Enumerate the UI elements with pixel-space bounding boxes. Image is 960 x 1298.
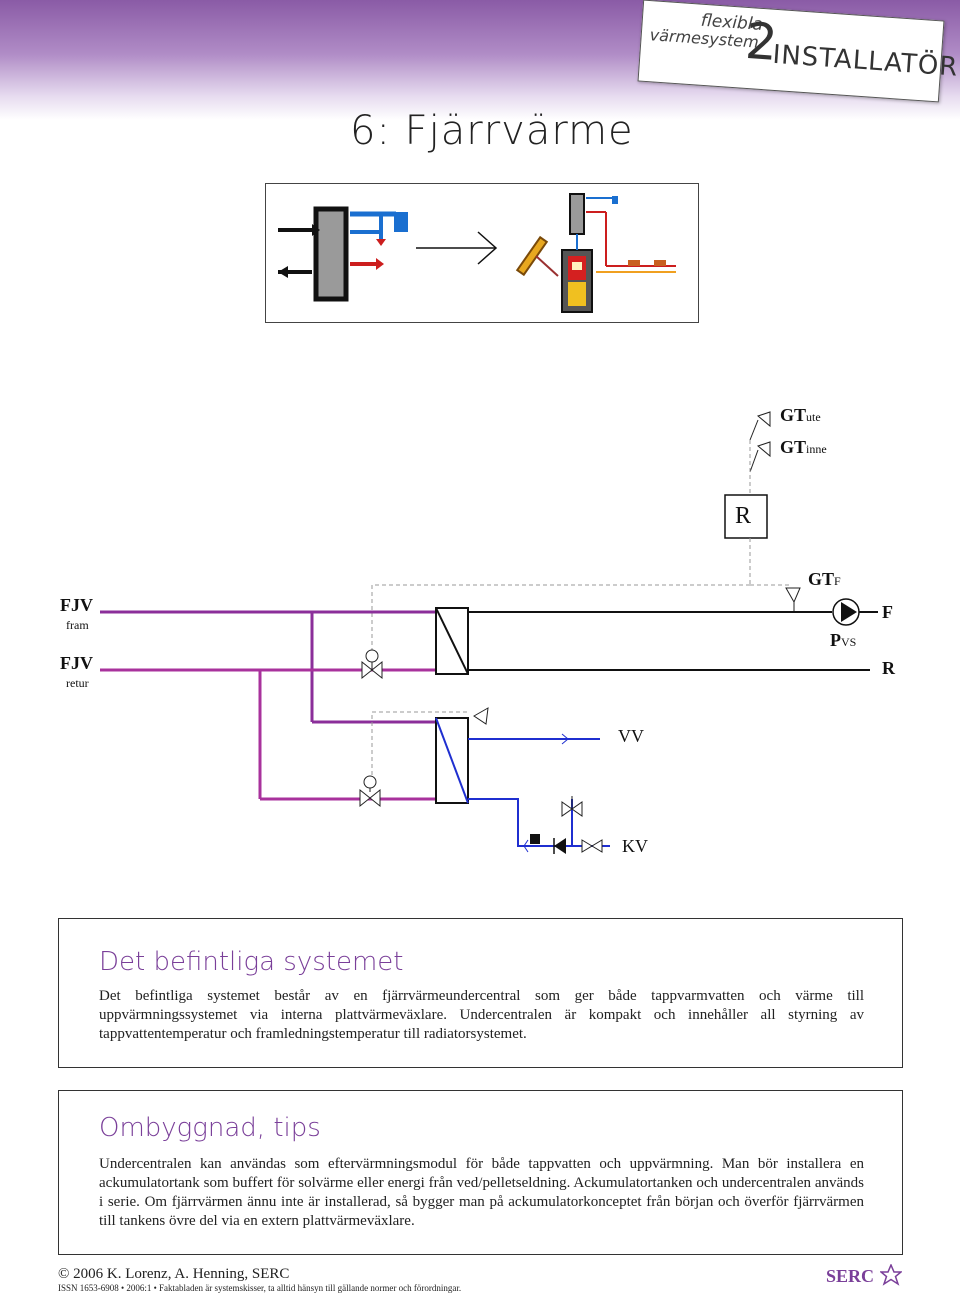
sensor-gt-inne-icon — [749, 441, 771, 473]
label-fjv-fram: FJV — [60, 595, 93, 615]
existing-system-heading: Det befintliga systemet — [99, 947, 404, 977]
rebuild-tips-box: Ombyggnad, tips Undercentralen kan använ… — [58, 1090, 903, 1255]
sensor-gt-ute-icon — [749, 411, 771, 441]
label-regulator: R — [735, 503, 752, 529]
label-p-vs: PVS — [830, 630, 857, 650]
issn-note: ISSN 1653-6908 • 2006:1 • Faktabladen är… — [58, 1283, 462, 1293]
label-gt-ute: GTute — [780, 405, 821, 425]
overview-drawing — [278, 193, 676, 313]
existing-system-text: Det befintliga systemet består av en fjä… — [99, 988, 864, 1042]
rebuild-tips-text: Undercentralen kan användas som eftervär… — [99, 1156, 864, 1229]
sensor-vv-icon — [473, 707, 489, 725]
rebuild-tips-heading: Ombyggnad, tips — [99, 1113, 321, 1143]
existing-system-box: Det befintliga systemet Det befintliga s… — [58, 918, 903, 1068]
logo-line3: INSTALLATÖR — [771, 39, 960, 83]
system-schematic — [100, 411, 878, 854]
label-fjv-retur: FJV — [60, 653, 93, 673]
regulator-box — [724, 494, 768, 539]
shutoff-valve-icon — [581, 839, 603, 853]
expansion-vessel-icon — [530, 834, 540, 844]
label-kv: KV — [622, 836, 648, 856]
serc-logo-text: SERC — [826, 1266, 875, 1286]
label-fjv-retur-sub: retur — [66, 676, 89, 690]
label-return-r: R — [882, 658, 895, 678]
label-gt-inne: GTinne — [780, 437, 827, 457]
check-valve-icon — [553, 838, 566, 854]
label-gt-f: GTF — [808, 569, 841, 589]
overview-illustration — [265, 183, 699, 323]
sensor-gt-f-icon — [785, 587, 801, 612]
label-fjv-fram-sub: fram — [66, 618, 89, 632]
serc-logo: SERC — [826, 1266, 878, 1294]
control-valve-2-icon — [359, 775, 381, 808]
label-vv: VV — [618, 726, 644, 746]
copyright: © 2006 K. Lorenz, A. Henning, SERC — [58, 1266, 290, 1282]
label-supply-f: F — [882, 602, 893, 622]
pump-pvs-icon — [832, 598, 860, 626]
substation-unit — [313, 206, 349, 302]
safety-valve-icon — [561, 796, 583, 817]
page-title: 6: Fjärrvärme — [350, 108, 634, 154]
control-valve-1-icon — [361, 649, 383, 680]
hogskolan-star-icon — [880, 1264, 902, 1286]
